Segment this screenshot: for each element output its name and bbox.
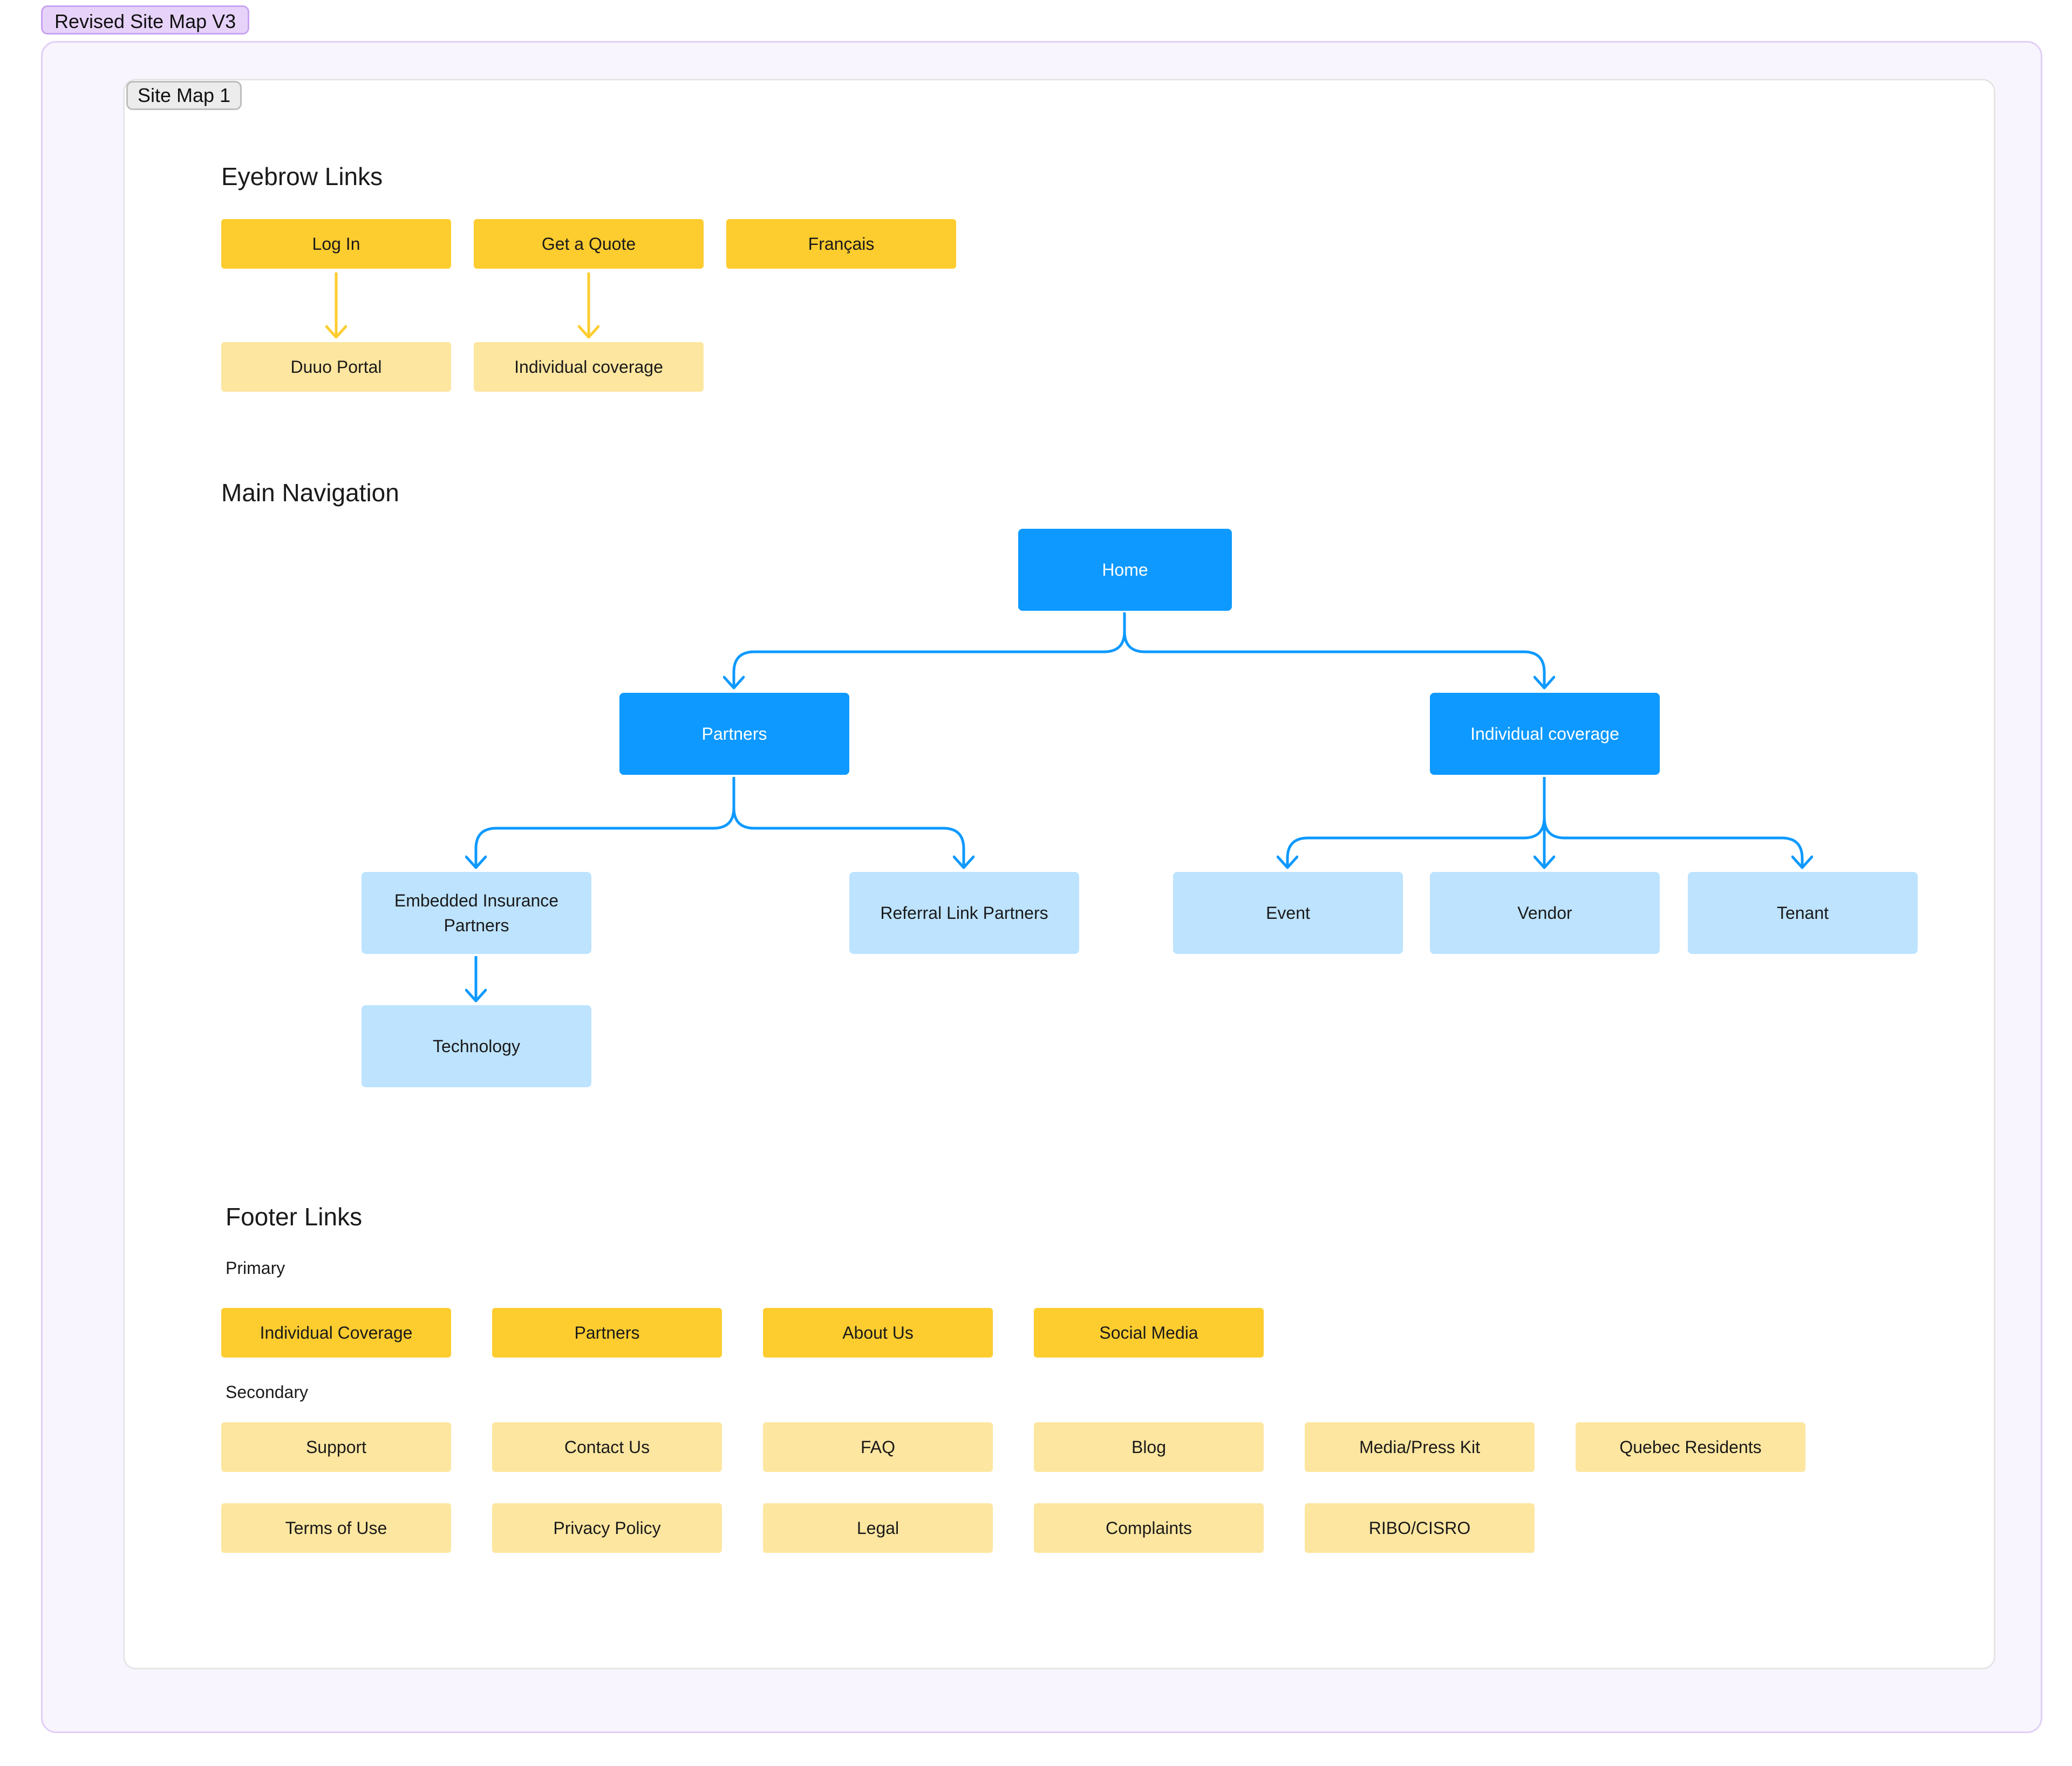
footer-social-media[interactable]: Social Media bbox=[1034, 1308, 1264, 1358]
node-referral-link-partners[interactable]: Referral Link Partners bbox=[849, 872, 1079, 954]
connector-home-partners bbox=[734, 612, 1126, 688]
footer-blog[interactable]: Blog bbox=[1034, 1422, 1264, 1472]
board-label[interactable]: Site Map 1 bbox=[126, 81, 242, 110]
connector-individual-tenant bbox=[1543, 817, 1802, 868]
footer-primary-label: Primary bbox=[226, 1258, 285, 1278]
footer-legal[interactable]: Legal bbox=[763, 1503, 993, 1553]
footer-support[interactable]: Support bbox=[221, 1422, 451, 1472]
footer-contact-us[interactable]: Contact Us bbox=[492, 1422, 722, 1472]
main-navigation-heading: Main Navigation bbox=[221, 479, 399, 507]
footer-individual-coverage[interactable]: Individual Coverage bbox=[221, 1308, 451, 1358]
section-label[interactable]: Revised Site Map V3 bbox=[41, 5, 250, 35]
node-technology[interactable]: Technology bbox=[362, 1005, 591, 1087]
node-individual-coverage[interactable]: Individual coverage bbox=[1430, 693, 1660, 775]
node-log-in[interactable]: Log In bbox=[221, 219, 451, 269]
node-get-a-quote[interactable]: Get a Quote bbox=[474, 219, 704, 269]
node-tenant[interactable]: Tenant bbox=[1688, 872, 1918, 954]
connector-home-individual bbox=[1123, 631, 1544, 688]
node-partners[interactable]: Partners bbox=[619, 693, 849, 775]
footer-faq[interactable]: FAQ bbox=[763, 1422, 993, 1472]
node-individual-coverage-quote[interactable]: Individual coverage bbox=[474, 342, 704, 392]
connector-individual-event bbox=[1287, 777, 1546, 868]
footer-privacy-policy[interactable]: Privacy Policy bbox=[492, 1503, 722, 1553]
node-embedded-insurance-partners[interactable]: Embedded Insurance Partners bbox=[362, 872, 591, 954]
node-francais[interactable]: Français bbox=[726, 219, 956, 269]
footer-secondary-label: Secondary bbox=[226, 1382, 308, 1402]
footer-partners[interactable]: Partners bbox=[492, 1308, 722, 1358]
footer-terms-of-use[interactable]: Terms of Use bbox=[221, 1503, 451, 1553]
connector-partners-referral bbox=[732, 807, 964, 868]
footer-media-press-kit[interactable]: Media/Press Kit bbox=[1305, 1422, 1535, 1472]
node-duuo-portal[interactable]: Duuo Portal bbox=[221, 342, 451, 392]
footer-quebec-residents[interactable]: Quebec Residents bbox=[1576, 1422, 1805, 1472]
node-event[interactable]: Event bbox=[1173, 872, 1403, 954]
footer-links-heading: Footer Links bbox=[226, 1203, 363, 1231]
footer-complaints[interactable]: Complaints bbox=[1034, 1503, 1264, 1553]
node-home[interactable]: Home bbox=[1018, 529, 1232, 611]
footer-about-us[interactable]: About Us bbox=[763, 1308, 993, 1358]
node-vendor[interactable]: Vendor bbox=[1430, 872, 1660, 954]
connector-partners-embedded bbox=[476, 777, 735, 868]
eyebrow-links-heading: Eyebrow Links bbox=[221, 162, 383, 190]
footer-ribo-cisro[interactable]: RIBO/CISRO bbox=[1305, 1503, 1535, 1553]
